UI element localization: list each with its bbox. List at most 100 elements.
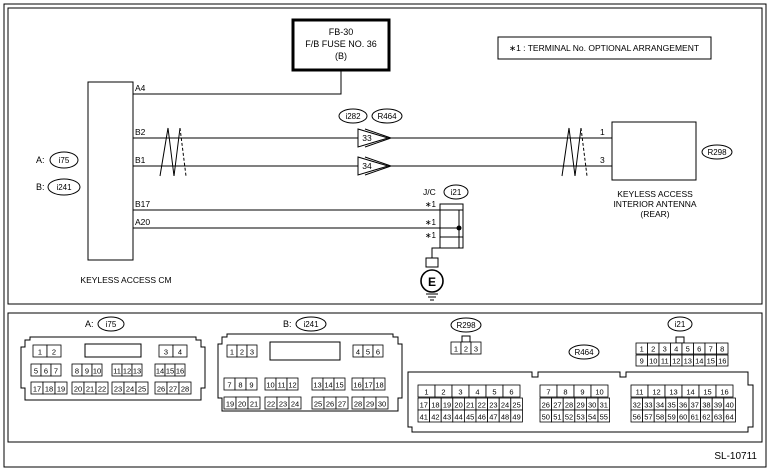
r464-pin-6-label: 6: [509, 388, 513, 397]
i21-pin-5-label: 5: [686, 345, 690, 354]
a-pin-11-label: 11: [113, 367, 121, 376]
r464-pin-54-label: 54: [588, 413, 596, 422]
r298-pin-1-label: 1: [454, 345, 458, 354]
conn-b-name: i241: [303, 320, 319, 329]
r464-pin-35-label: 35: [667, 401, 675, 410]
a-pin-16-cell: [174, 363, 186, 377]
r464-pin-21-label: 21: [466, 401, 474, 410]
i282-oval: [338, 108, 368, 124]
r464-pin-64-label: 64: [725, 413, 733, 422]
r464-pin-45-label: 45: [466, 413, 474, 422]
r464-pin-10-label: 10: [595, 388, 603, 397]
a-pin-28-cell: [178, 381, 192, 395]
r464-pin-7-label: 7: [546, 388, 550, 397]
keyless-access-cm: KEYLESS ACCESS CM A: i75 B: i241: [36, 81, 172, 285]
r464-pin-25-label: 25: [512, 401, 520, 410]
a-pin-21-label: 21: [86, 385, 94, 394]
a-pin-3-label: 3: [164, 348, 168, 357]
jc-star-1: ∗1: [425, 200, 437, 209]
r464-pin-26-label: 26: [542, 401, 550, 410]
pin-b17: B17: [135, 199, 150, 209]
b-pin-3-label: 3: [250, 348, 254, 357]
antenna-pin-3: 3: [600, 155, 605, 165]
note-text: ∗1 : TERMINAL No. OPTIONAL ARRANGEMENT: [509, 43, 699, 53]
b-pin-23-label: 23: [279, 400, 287, 409]
i21-pin-12-label: 12: [672, 357, 680, 366]
i21-pin-15-label: 15: [707, 357, 715, 366]
pin-b2: B2: [135, 127, 146, 137]
a-pin-22-label: 22: [98, 385, 106, 394]
r464-pin-38-label: 38: [702, 401, 710, 410]
cm-conn-a-prefix: A:: [36, 155, 45, 165]
b-pin-15-label: 15: [335, 381, 343, 390]
r464-pin-49-label: 49: [512, 413, 520, 422]
a-pin-9-label: 9: [85, 367, 89, 376]
antenna-label-1: KEYLESS ACCESS: [617, 189, 693, 199]
i21-pin-9-label: 9: [640, 357, 644, 366]
r464-pin-34-label: 34: [656, 401, 664, 410]
r464-pin-57-label: 57: [644, 413, 652, 422]
a-pin-5-label: 5: [34, 367, 38, 376]
b-pin-29-label: 29: [366, 400, 374, 409]
i21-pin-6-label: 6: [697, 345, 701, 354]
r464-pin-53-label: 53: [576, 413, 584, 422]
b-pin-22-label: 22: [267, 400, 275, 409]
b-pin-28-label: 28: [354, 400, 362, 409]
a-pin-2-cell: [46, 344, 62, 358]
a-pin-1-label: 1: [38, 348, 42, 357]
r464-pin-61-label: 61: [691, 413, 699, 422]
a-pin-7-cell: [50, 363, 62, 377]
b-pin-11-label: 11: [278, 381, 286, 390]
a-pin-13-label: 13: [133, 367, 141, 376]
cm-label: KEYLESS ACCESS CM: [80, 275, 171, 285]
a-pin-18-label: 18: [45, 385, 53, 394]
r464-pin-56-label: 56: [633, 413, 641, 422]
chevron-33-label: 33: [362, 133, 372, 143]
a-pin-25-cell: [135, 381, 149, 395]
r464-pin-50-label: 50: [542, 413, 550, 422]
jc-label: J/C: [423, 187, 436, 197]
a-pin-14-label: 14: [156, 367, 164, 376]
r464-pin-62-label: 62: [702, 413, 710, 422]
i21-pin-1-label: 1: [640, 345, 644, 354]
b-pin-19-label: 19: [226, 400, 234, 409]
jc-conn: i21: [451, 188, 462, 197]
b-pin-18-cell: [373, 377, 386, 391]
antenna-label-2: INTERIOR ANTENNA: [613, 199, 696, 209]
antenna-conn: R298: [707, 148, 727, 157]
conn-b-prefix: B:: [283, 319, 292, 329]
diagram-code: SL-10711: [714, 451, 757, 462]
wiring-frame: [7, 7, 763, 305]
connector-frame: [7, 312, 763, 443]
i21-pin-16-label: 16: [718, 357, 726, 366]
antenna-pin-1: 1: [600, 127, 605, 137]
r464-pin-32-label: 32: [633, 401, 641, 410]
b-pin-13-label: 13: [313, 381, 321, 390]
r464-pin-36-label: 36: [679, 401, 687, 410]
b-pin-9-cell: [245, 377, 258, 391]
cm-conn-b-prefix: B:: [36, 182, 45, 192]
cm-pin-labels: A4 B2 B1 B17 A20: [135, 83, 150, 227]
antenna-label-3: (REAR): [640, 209, 669, 219]
joint-connector: J/C i21 ∗1 ∗1 ∗1: [423, 184, 469, 258]
b-pin-27-cell: [335, 396, 349, 410]
r464-pin-29-label: 29: [576, 401, 584, 410]
pin-a4: A4: [135, 83, 146, 93]
chevron-34-label: 34: [362, 161, 372, 171]
r464-pin-48-label: 48: [501, 413, 509, 422]
cm-conn-b-oval: [47, 178, 81, 196]
conn-i21-name: i21: [675, 320, 686, 329]
b-pin-2-label: 2: [240, 348, 244, 357]
b-pin-9-label: 9: [249, 381, 253, 390]
r464-pin-11-label: 11: [636, 388, 644, 397]
antenna-conn-oval: [701, 144, 733, 160]
a-pin-23-label: 23: [114, 385, 122, 394]
b-pin-20-label: 20: [238, 400, 246, 409]
r464-pin-16-cell: [715, 384, 734, 398]
r464-pin-6-cell: [502, 384, 521, 398]
i21-pin-10-label: 10: [649, 357, 657, 366]
